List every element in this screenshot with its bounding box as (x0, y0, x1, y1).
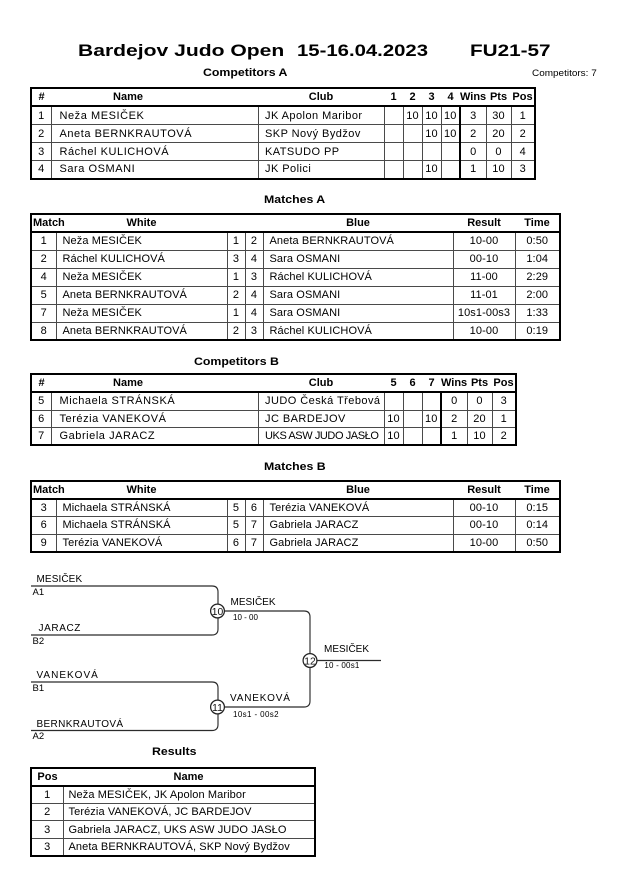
svg-text:11: 11 (212, 703, 223, 714)
svg-text:10: 10 (212, 607, 224, 618)
svg-text:12: 12 (304, 656, 316, 667)
